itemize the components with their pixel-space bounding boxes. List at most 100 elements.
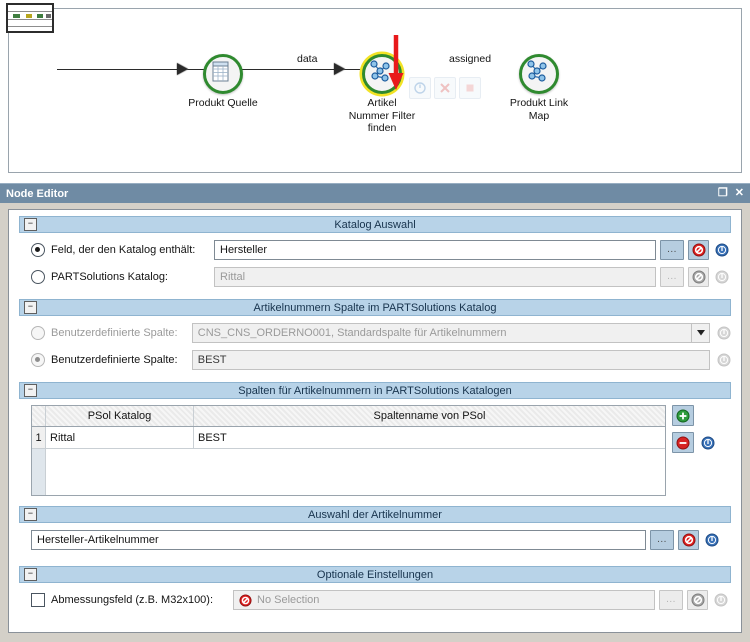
info-icon xyxy=(715,270,729,284)
cell-psol-katalog[interactable]: Rittal xyxy=(46,427,194,448)
input-feld-katalog[interactable]: Hersteller xyxy=(214,240,656,260)
graph-node-produkt-quelle[interactable]: Produkt Quelle xyxy=(168,54,278,110)
node-editor-body: − Katalog Auswahl Feld, der den Katalog … xyxy=(8,209,742,633)
row-partsolutions-katalog: PARTSolutions Katalog: Rittal ... xyxy=(19,267,731,287)
no-selection-icon xyxy=(239,593,252,607)
table-empty-body xyxy=(46,449,665,495)
select-standardspalte[interactable]: CNS_CNS_ORDERNO001, Standardspalte für A… xyxy=(191,323,710,343)
section-body: PSol Katalog Spaltenname von PSol 1 Ritt… xyxy=(19,405,731,496)
info-icon[interactable] xyxy=(705,533,719,547)
row-benutzerdefinierte-spalte: Benutzerdefinierte Spalte: BEST xyxy=(19,350,731,370)
graph-panel: data assigned Produkt Quelle xyxy=(0,0,750,183)
section-title: Spalten für Artikelnummern in PARTSoluti… xyxy=(238,384,512,397)
collapse-toggle-icon[interactable]: − xyxy=(24,301,37,314)
close-icon[interactable]: ✕ xyxy=(734,187,744,199)
clear-button-artikelnummer[interactable] xyxy=(678,530,699,550)
table-header-psol-katalog: PSol Katalog xyxy=(46,406,194,426)
section-header[interactable]: − Spalten für Artikelnummern in PARTSolu… xyxy=(19,382,731,399)
row-index: 1 xyxy=(32,427,46,448)
clear-button-feld-katalog[interactable] xyxy=(688,240,709,260)
section-header[interactable]: − Auswahl der Artikelnummer xyxy=(19,506,731,523)
collapse-toggle-icon[interactable]: − xyxy=(24,568,37,581)
chevron-down-icon[interactable] xyxy=(691,324,709,342)
table-side-buttons xyxy=(672,405,715,453)
clear-icon xyxy=(692,243,705,257)
node-label: Produkt Quelle xyxy=(188,97,258,109)
run-icon[interactable] xyxy=(409,77,431,99)
info-icon[interactable] xyxy=(715,243,729,257)
table-header-index xyxy=(32,406,46,426)
label-feld-katalog: Feld, der den Katalog enthält: xyxy=(51,244,196,256)
node-editor-title-bar: Node Editor ❐ ✕ xyxy=(0,183,750,203)
node-ring xyxy=(519,54,559,94)
label-benutzerdefinierte-spalte: Benutzerdefinierte Spalte: xyxy=(51,354,178,366)
edge-assigned-arrowhead xyxy=(334,63,345,75)
node-editor-title: Node Editor xyxy=(6,187,69,200)
undock-icon[interactable]: ❐ xyxy=(717,187,728,199)
radio-partsolutions-katalog[interactable] xyxy=(31,270,45,284)
browse-button-feld-katalog[interactable]: ... xyxy=(660,240,684,260)
section-spalten-fuer-artikelnummern: − Spalten für Artikelnummern in PARTSolu… xyxy=(19,382,731,496)
label-standardspalte: Benutzerdefinierte Spalte: xyxy=(51,327,178,339)
section-body: Benutzerdefinierte Spalte: CNS_CNS_ORDER… xyxy=(19,316,731,376)
node-ring xyxy=(203,54,243,94)
radio-benutzerdefinierte-spalte[interactable] xyxy=(31,353,45,367)
collapse-toggle-icon[interactable]: − xyxy=(24,218,37,231)
label-partsolutions-katalog: PARTSolutions Katalog: xyxy=(51,271,168,283)
browse-dots-label: ... xyxy=(667,271,677,282)
input-artikelnummer-auswahl[interactable]: Hersteller-Artikelnummer xyxy=(31,530,646,550)
section-artikelnummern-spalte: − Artikelnummern Spalte im PARTSolutions… xyxy=(19,299,731,376)
info-icon xyxy=(717,353,731,367)
remove-row-group xyxy=(672,432,715,453)
psol-katalog-table[interactable]: PSol Katalog Spaltenname von PSol 1 Ritt… xyxy=(31,405,666,496)
edge-label-assigned: assigned xyxy=(449,53,492,65)
red-arrow-pointer xyxy=(388,35,404,90)
edge-label-data: data xyxy=(297,53,318,65)
network-graph-icon xyxy=(527,60,547,82)
clear-button-partsolutions-katalog xyxy=(688,267,709,287)
section-header[interactable]: − Katalog Auswahl xyxy=(19,216,731,233)
row-standardspalte: Benutzerdefinierte Spalte: CNS_CNS_ORDER… xyxy=(19,323,731,343)
clear-button-abmessungsfeld xyxy=(687,590,708,610)
input-benutzerdefinierte-spalte[interactable]: BEST xyxy=(191,350,710,370)
checkbox-abmessungsfeld[interactable] xyxy=(31,593,45,607)
table-header-spaltenname: Spaltenname von PSol xyxy=(373,410,486,422)
browse-dots-label: ... xyxy=(666,594,676,605)
cell-spaltenname[interactable]: BEST xyxy=(198,431,227,444)
table-empty-gutter xyxy=(32,449,46,495)
radio-feld-katalog[interactable] xyxy=(31,243,45,257)
edge-data-arrowhead xyxy=(177,63,188,75)
node-hover-toolbar[interactable] xyxy=(409,77,481,99)
table-document-icon xyxy=(212,61,229,82)
info-icon[interactable] xyxy=(701,436,715,450)
close-icon[interactable] xyxy=(434,77,456,99)
no-selection-text: No Selection xyxy=(257,594,320,606)
section-header[interactable]: − Optionale Einstellungen xyxy=(19,566,731,583)
section-header[interactable]: − Artikelnummern Spalte im PARTSolutions… xyxy=(19,299,731,316)
remove-row-button[interactable] xyxy=(672,432,694,453)
table-row[interactable]: 1 Rittal BEST xyxy=(32,427,665,449)
collapse-toggle-icon[interactable]: − xyxy=(24,384,37,397)
clear-icon xyxy=(691,593,704,607)
section-title: Katalog Auswahl xyxy=(334,218,416,231)
graph-canvas[interactable]: data assigned Produkt Quelle xyxy=(8,8,742,173)
info-icon xyxy=(714,593,728,607)
info-icon xyxy=(717,326,731,340)
section-body: Feld, der den Katalog enthält: Herstelle… xyxy=(19,233,731,293)
edge-assigned-line xyxy=(214,69,374,70)
browse-button-artikelnummer[interactable]: ... xyxy=(650,530,674,550)
graph-minimap[interactable] xyxy=(6,3,54,33)
section-title: Optionale Einstellungen xyxy=(316,568,434,581)
browse-button-abmessungsfeld: ... xyxy=(659,590,683,610)
browse-button-partsolutions-katalog: ... xyxy=(660,267,684,287)
section-title: Auswahl der Artikelnummer xyxy=(308,508,442,521)
graph-node-produkt-link-map[interactable]: Produkt Link Map xyxy=(484,54,594,122)
stop-icon[interactable] xyxy=(459,77,481,99)
label-abmessungsfeld: Abmessungsfeld (z.B. M32x100): xyxy=(51,594,214,606)
radio-standardspalte[interactable] xyxy=(31,326,45,340)
add-row-button[interactable] xyxy=(672,405,694,426)
remove-row-icon xyxy=(676,436,690,449)
collapse-toggle-icon[interactable]: − xyxy=(24,508,37,521)
node-editor-panel: Node Editor ❐ ✕ − Katalog Auswahl Feld, … xyxy=(0,183,750,642)
input-abmessungsfeld: No Selection xyxy=(233,590,655,610)
